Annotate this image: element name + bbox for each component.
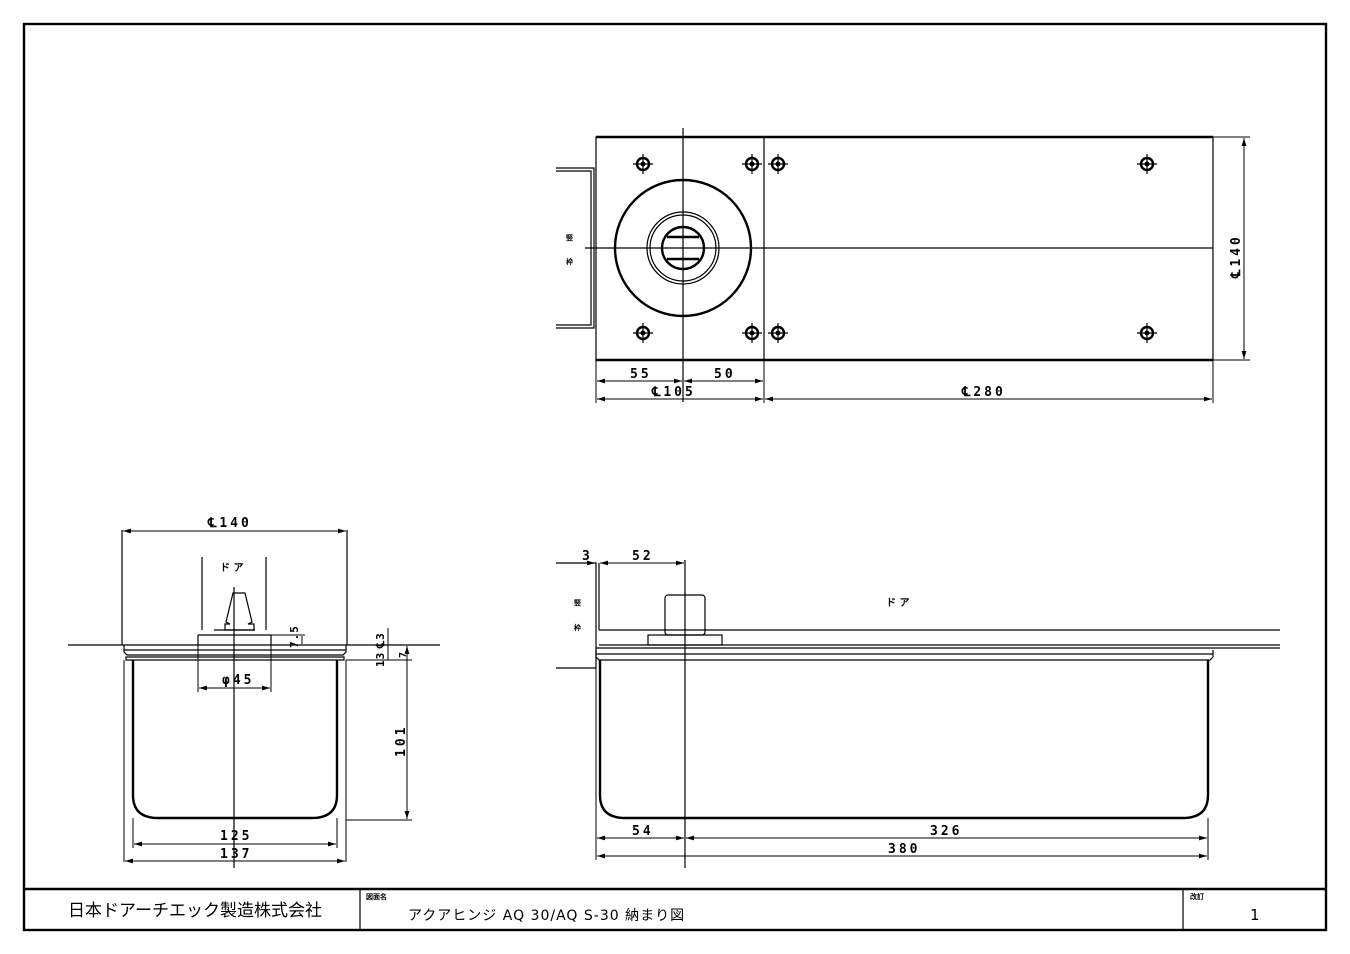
dim-380: 380 xyxy=(888,842,920,857)
dim-55: 55 xyxy=(630,367,652,382)
side-view: ℄140 ド ア φ45 7.5 13 ℄3 7 101 125 137 xyxy=(68,516,440,868)
screw-hole-icon xyxy=(631,152,655,176)
drawing-name: アクアヒンジ AQ 30/AQ S-30 納まり図 xyxy=(408,908,685,924)
frame-label: 枠 xyxy=(566,257,573,266)
company-name: 日本ドアーチエック製造株式会社 xyxy=(68,901,322,921)
dim-125: 125 xyxy=(220,829,252,844)
sheet-border xyxy=(22,22,1328,932)
screw-hole-icon xyxy=(1135,152,1159,176)
frame-label: 枠 xyxy=(574,623,581,632)
revision-number: 1 xyxy=(1250,906,1260,924)
dim-105: ℄105 xyxy=(651,385,696,400)
door-label: ド ア xyxy=(886,597,909,609)
title-block: 日本ドアーチエック製造株式会社 図面名 アクアヒンジ AQ 30/AQ S-30… xyxy=(24,887,1326,930)
frame-label: 竪 xyxy=(574,598,581,607)
screw-hole-icon xyxy=(740,321,764,345)
dim-52: 52 xyxy=(632,549,654,564)
screw-hole-icon xyxy=(740,152,764,176)
dim-137: 137 xyxy=(220,847,252,862)
frame-label: 竪 xyxy=(566,233,573,242)
dim-3: ℄3 xyxy=(374,632,387,649)
dim-7-5: 7.5 xyxy=(288,625,301,648)
dim-13: 13 xyxy=(374,652,387,667)
revision-label: 改訂 xyxy=(1190,892,1204,901)
screw-hole-icon xyxy=(766,152,790,176)
dim-280: ℄280 xyxy=(961,385,1006,400)
front-view: 竪 枠 ド ア 3 52 54 326 380 xyxy=(556,549,1280,868)
door-label: ド ア xyxy=(220,562,243,574)
dim-140: ℄140 xyxy=(207,516,252,531)
dim-phi45: φ45 xyxy=(222,673,254,688)
screw-hole-icon xyxy=(1135,321,1159,345)
dim-101: 101 xyxy=(394,725,409,757)
dim-3: 3 xyxy=(582,549,593,564)
screw-hole-icon xyxy=(631,321,655,345)
screw-hole-icon xyxy=(766,321,790,345)
top-view: 竪 枠 55 50 ℄105 ℄280 ℄140 xyxy=(556,128,1250,403)
drawing-name-label: 図面名 xyxy=(366,892,387,901)
dim-54: 54 xyxy=(632,824,654,839)
dim-140: ℄140 xyxy=(1229,234,1244,279)
dim-326: 326 xyxy=(930,824,962,839)
dim-50: 50 xyxy=(714,367,736,382)
dim-7: 7 xyxy=(398,652,409,658)
